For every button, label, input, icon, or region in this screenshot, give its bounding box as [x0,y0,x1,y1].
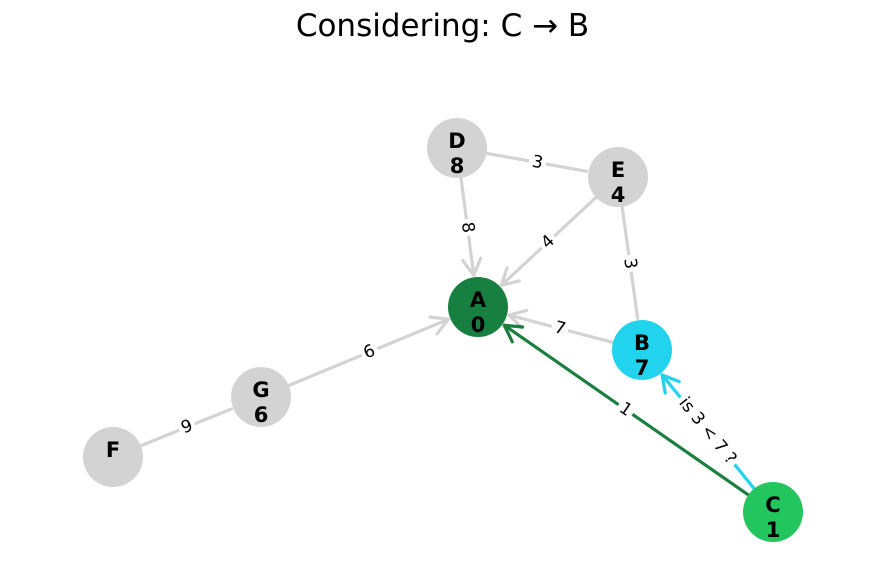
node-e: E4 [588,147,648,207]
node-circle [427,118,487,178]
node-circle [588,147,648,207]
arrowhead [507,308,529,330]
node-id-label: E [611,158,625,182]
edge-label-bg [175,413,199,441]
edge-label-c-a: 1 [612,395,639,424]
node-f: F [83,427,143,487]
node-b: B7 [612,320,672,380]
node-circle [612,320,672,380]
node-circle [743,482,803,542]
svg-text:7: 7 [552,317,568,339]
edge-label-bg [534,228,562,256]
svg-text:3: 3 [619,257,640,270]
arrowhead [660,373,681,395]
node-id-label: B [634,331,650,355]
diagram-title: Considering: C → B [295,8,590,44]
edge-label-b-a: 7 [549,315,571,342]
arrowhead [428,315,451,336]
edges-layer [139,151,756,497]
node-g: G6 [231,367,291,427]
node-circle [83,427,143,487]
edge-label-g-a: 6 [357,338,382,366]
edge-label-bg [612,395,639,424]
node-id-label: G [252,378,269,402]
node-id-label: C [765,493,780,517]
edge-label-bg [455,217,480,238]
arrowhead [499,266,521,287]
edge-label-d-a: 8 [455,217,480,238]
node-d: D8 [427,118,487,178]
node-circle [448,277,508,337]
node-distance-label: 7 [635,356,650,380]
edge-label-e-a: 4 [534,228,562,256]
arrowhead [461,256,483,277]
node-c: C1 [743,482,803,542]
node-id-label: F [106,438,120,462]
edge-label-bg [671,390,744,472]
node-distance-label: 0 [471,313,486,337]
node-id-label: D [448,129,465,153]
arrowhead [502,323,525,344]
svg-text:8: 8 [457,221,478,234]
node-distance-label: 4 [611,183,626,207]
edge-label-e-b: 3 [617,253,643,274]
edge-label-f-g: 9 [175,413,199,441]
edge-label-c-b: is 3 < 7 ? [671,390,744,472]
edge-label-bg [527,150,548,175]
edge-label-d-e: 3 [527,150,548,175]
node-a: A0 [448,277,508,337]
node-distance-label: 8 [450,154,465,178]
node-distance-label: 1 [766,518,781,542]
node-id-label: A [470,288,487,312]
svg-text:3: 3 [530,152,544,174]
node-circle [231,367,291,427]
node-distance-label: 6 [254,403,269,427]
edge-label-bg [357,338,382,366]
edge-label-bg [549,315,571,342]
edge-label-bg [617,253,643,274]
svg-text:is 3 < 7 ?: is 3 < 7 ? [675,394,741,469]
